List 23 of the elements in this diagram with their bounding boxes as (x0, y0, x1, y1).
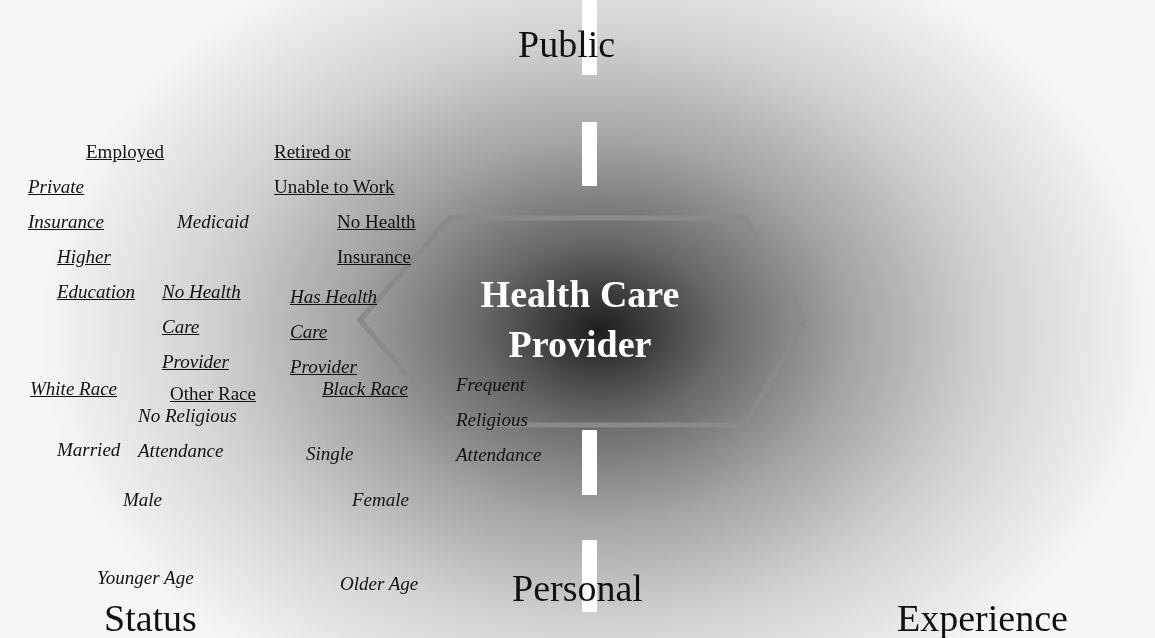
category-label: Other Race (170, 382, 256, 406)
category-label: Male (123, 488, 163, 512)
category-label: Higher Education (57, 245, 137, 304)
category-label: Medicaid (177, 210, 249, 234)
category-label: Black Race (322, 377, 408, 401)
category-label: Private Insurance (28, 175, 105, 234)
category-label: Younger Age (97, 566, 194, 590)
axis-label: Personal (512, 566, 643, 610)
category-label: Older Age (340, 572, 419, 596)
category-label: Married (57, 438, 121, 462)
axis-label: Status (104, 596, 197, 638)
axis-label: Public (518, 22, 616, 66)
category-label: No Health Insurance (337, 210, 417, 269)
category-label: Employed (86, 140, 165, 164)
category-label: Single (306, 442, 354, 466)
category-label: Frequent Religious Attendance (456, 373, 543, 467)
category-label: No Religious Attendance (138, 404, 238, 463)
category-label: No Health Care Provider (162, 280, 242, 374)
category-label: Has Health Care Provider (290, 285, 379, 379)
category-label: White Race (30, 377, 118, 401)
node-label: Health Care Provider (479, 272, 681, 367)
category-label: Retired or Unable to Work (274, 140, 396, 199)
category-label: Female (352, 488, 409, 512)
